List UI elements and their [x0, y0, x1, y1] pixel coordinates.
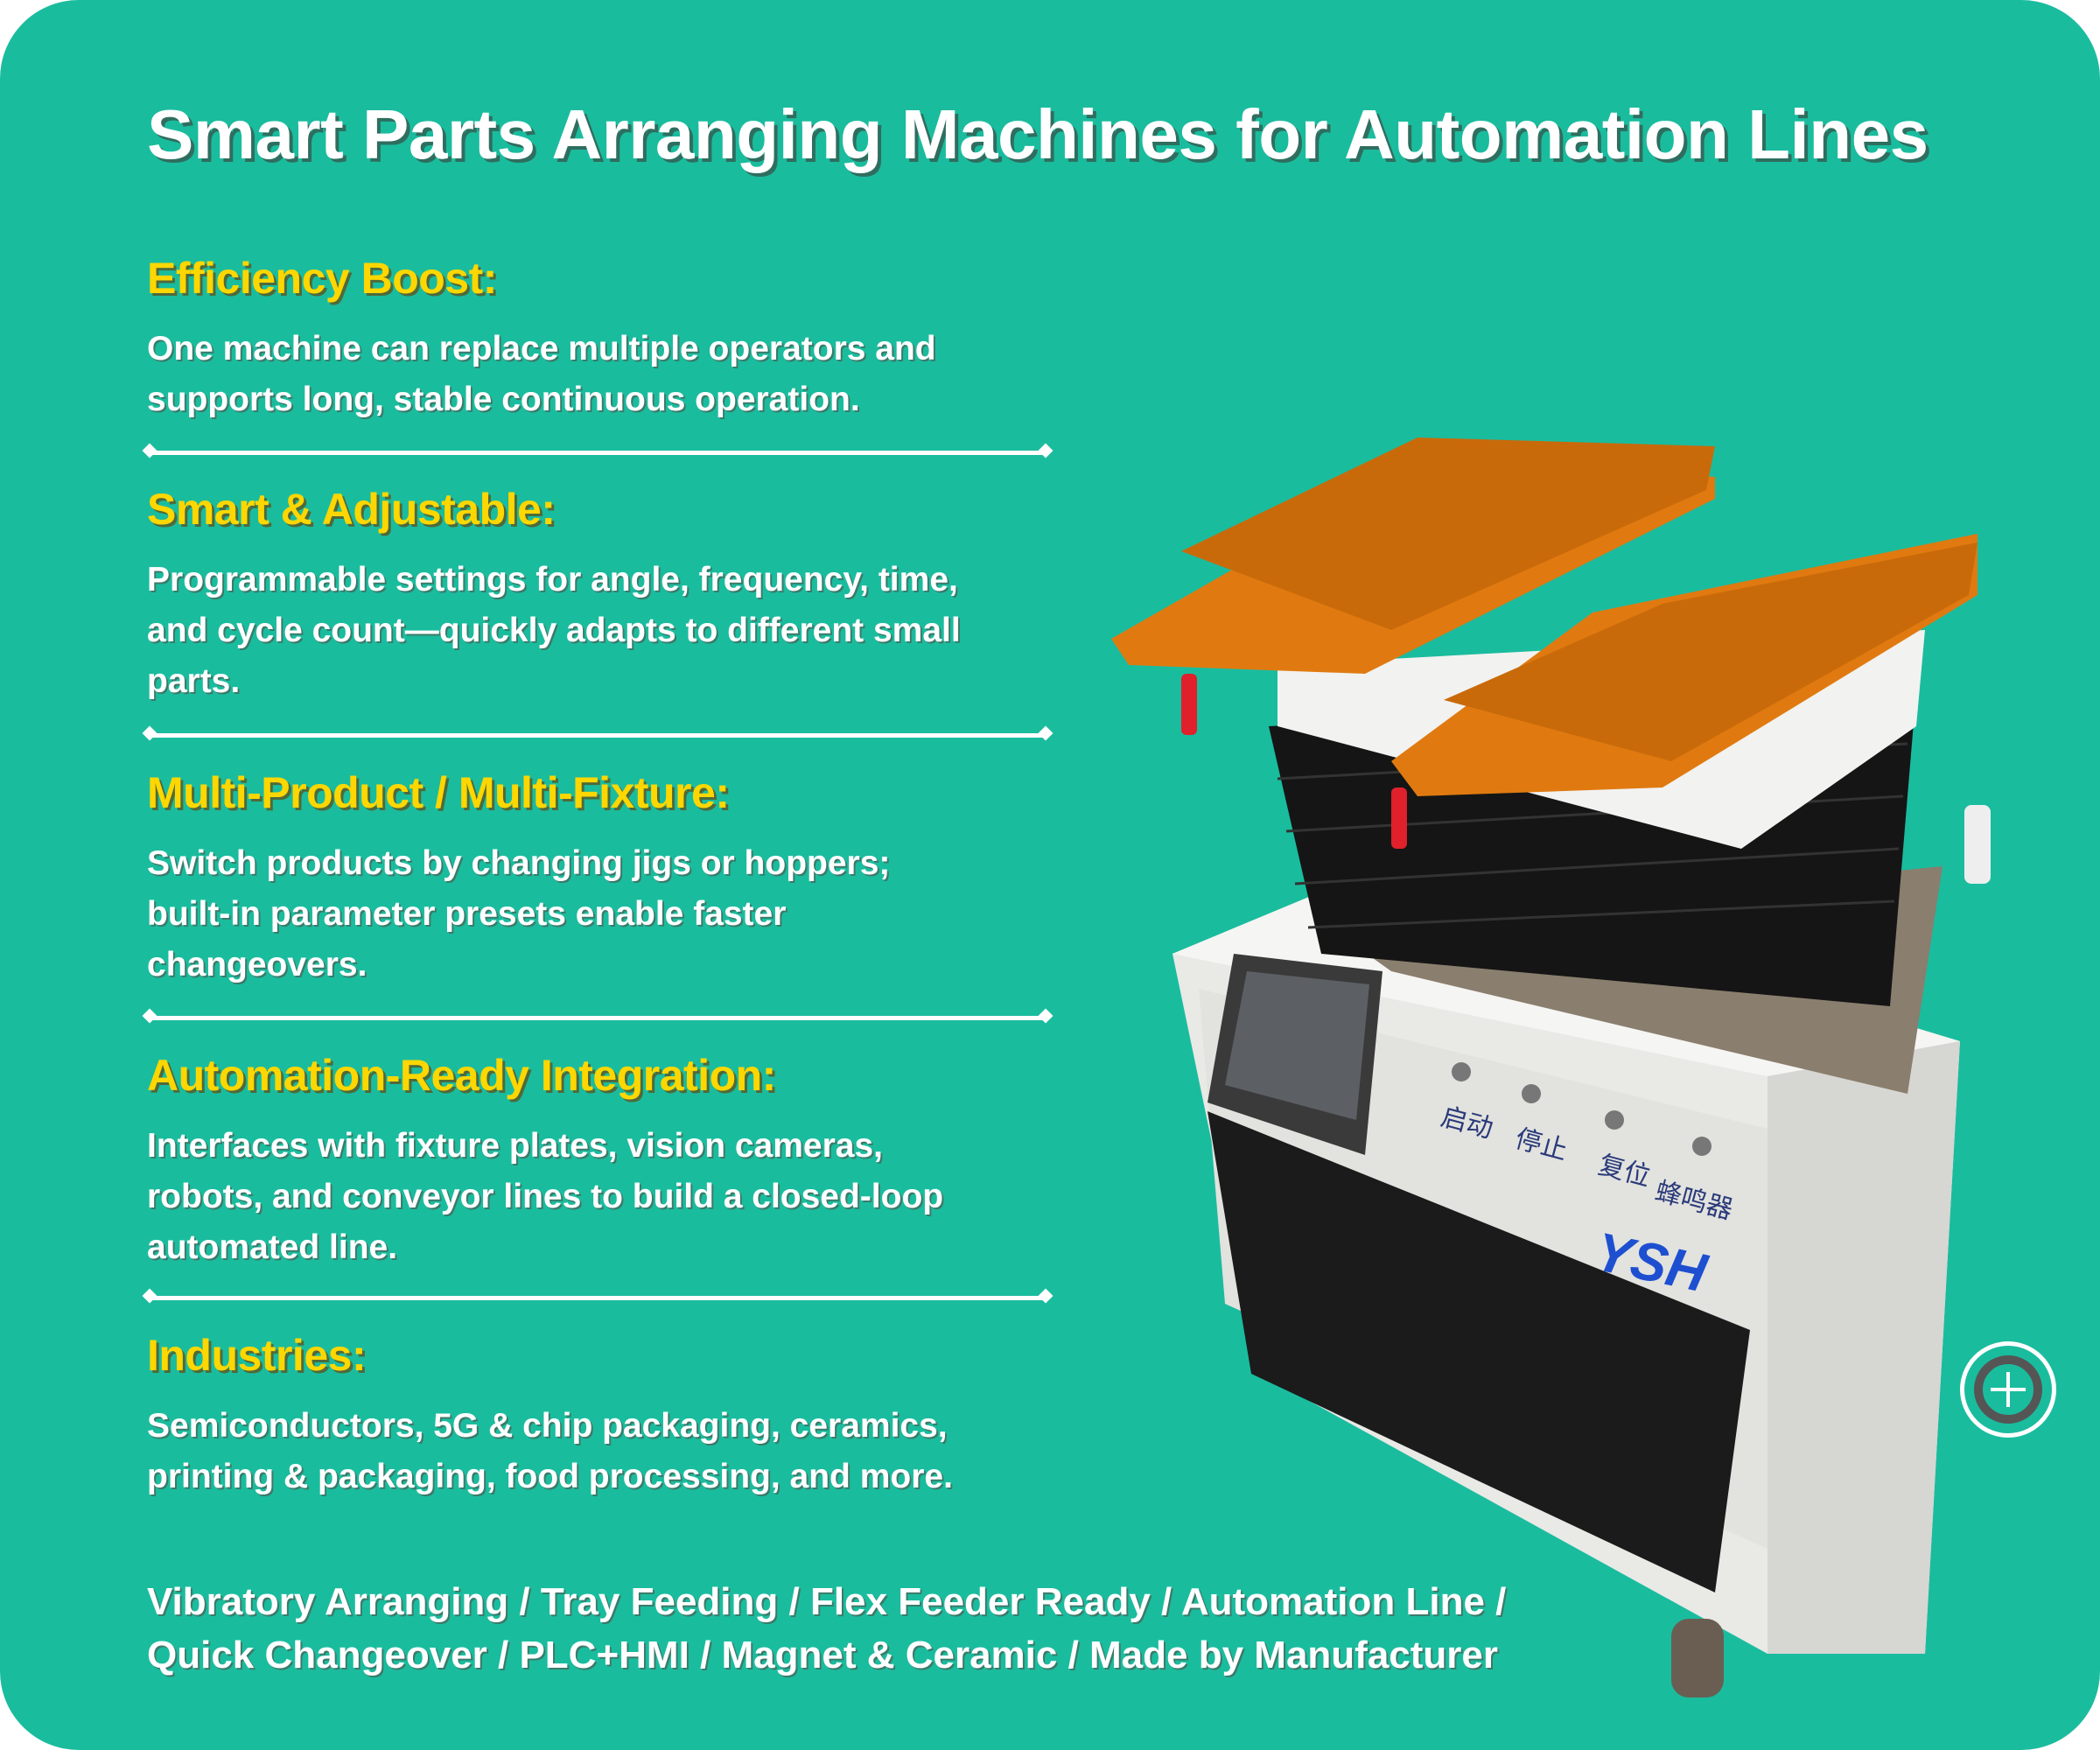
zoom-in-button[interactable] [1960, 1341, 2056, 1438]
section-heading: Multi-Product / Multi-Fixture: [147, 768, 730, 817]
hmi-screen [1225, 971, 1369, 1120]
body-line: parts. [147, 662, 241, 700]
body-line: changeovers. [147, 946, 368, 984]
divider [149, 451, 1046, 455]
body-line: Semiconductors, 5G & chip packaging, cer… [147, 1407, 948, 1445]
section-automation: Automation-Ready Integration: Interfaces… [147, 1049, 1066, 1273]
signal-tower [1964, 805, 1991, 884]
body-line: automated line. [147, 1228, 398, 1266]
section-body: Switch products by changing jigs or hopp… [147, 838, 1066, 990]
body-line: One machine can replace multiple operato… [147, 330, 936, 368]
body-line: robots, and conveyor lines to build a cl… [147, 1178, 944, 1215]
buzzer-button [1692, 1137, 1712, 1156]
stop-button [1522, 1084, 1541, 1103]
cabinet-side [1768, 1041, 1960, 1654]
reset-button [1605, 1110, 1624, 1130]
body-line: and cycle count—quickly adapts to differ… [147, 612, 961, 649]
page-title: Smart Parts Arranging Machines for Autom… [147, 95, 1928, 173]
plus-icon [2006, 1372, 2010, 1407]
control-buttons [1452, 1062, 1712, 1156]
tags-line: Vibratory Arranging / Tray Feeding / Fle… [147, 1580, 1507, 1623]
section-body: Interfaces with fixture plates, vision c… [147, 1121, 1066, 1273]
tray-left-rim [1181, 438, 1715, 630]
body-line: Switch products by changing jigs or hopp… [147, 844, 891, 882]
divider [149, 1016, 1046, 1020]
caster-wheel [1671, 1619, 1724, 1698]
divider [149, 733, 1046, 738]
body-line: Interfaces with fixture plates, vision c… [147, 1127, 883, 1165]
body-line: supports long, stable continuous operati… [147, 381, 860, 418]
section-multi-product: Multi-Product / Multi-Fixture: Switch pr… [147, 766, 1066, 990]
section-heading: Automation-Ready Integration: [147, 1051, 776, 1100]
cabinet-window [1208, 1111, 1750, 1592]
start-button [1452, 1062, 1471, 1082]
section-smart: Smart & Adjustable: Programmable setting… [147, 483, 1066, 707]
section-industries: Industries: Semiconductors, 5G & chip pa… [147, 1329, 1066, 1502]
divider [149, 1296, 1046, 1300]
section-body: One machine can replace multiple operato… [147, 324, 1066, 425]
section-body: Programmable settings for angle, frequen… [147, 555, 1066, 707]
section-heading: Smart & Adjustable: [147, 485, 556, 534]
body-line: built-in parameter presets enable faster [147, 895, 787, 933]
section-heading: Efficiency Boost: [147, 254, 497, 303]
clamp-handle-left [1181, 674, 1197, 735]
body-line: printing & packaging, food processing, a… [147, 1458, 953, 1495]
feature-tags: Vibratory Arranging / Tray Feeding / Fle… [147, 1575, 1506, 1682]
clamp-handle-right [1391, 788, 1407, 849]
tags-line: Quick Changeover / PLC+HMI / Magnet & Ce… [147, 1634, 1499, 1676]
section-efficiency: Efficiency Boost: One machine can replac… [147, 252, 1066, 425]
machine-image: 启动 停止 复位 蜂鸣器 YSH [1111, 438, 1991, 1698]
section-heading: Industries: [147, 1331, 367, 1380]
body-line: Programmable settings for angle, frequen… [147, 561, 958, 598]
section-body: Semiconductors, 5G & chip packaging, cer… [147, 1401, 1066, 1502]
tray-right-rim [1444, 542, 1978, 761]
zoom-ring [1974, 1355, 2042, 1424]
